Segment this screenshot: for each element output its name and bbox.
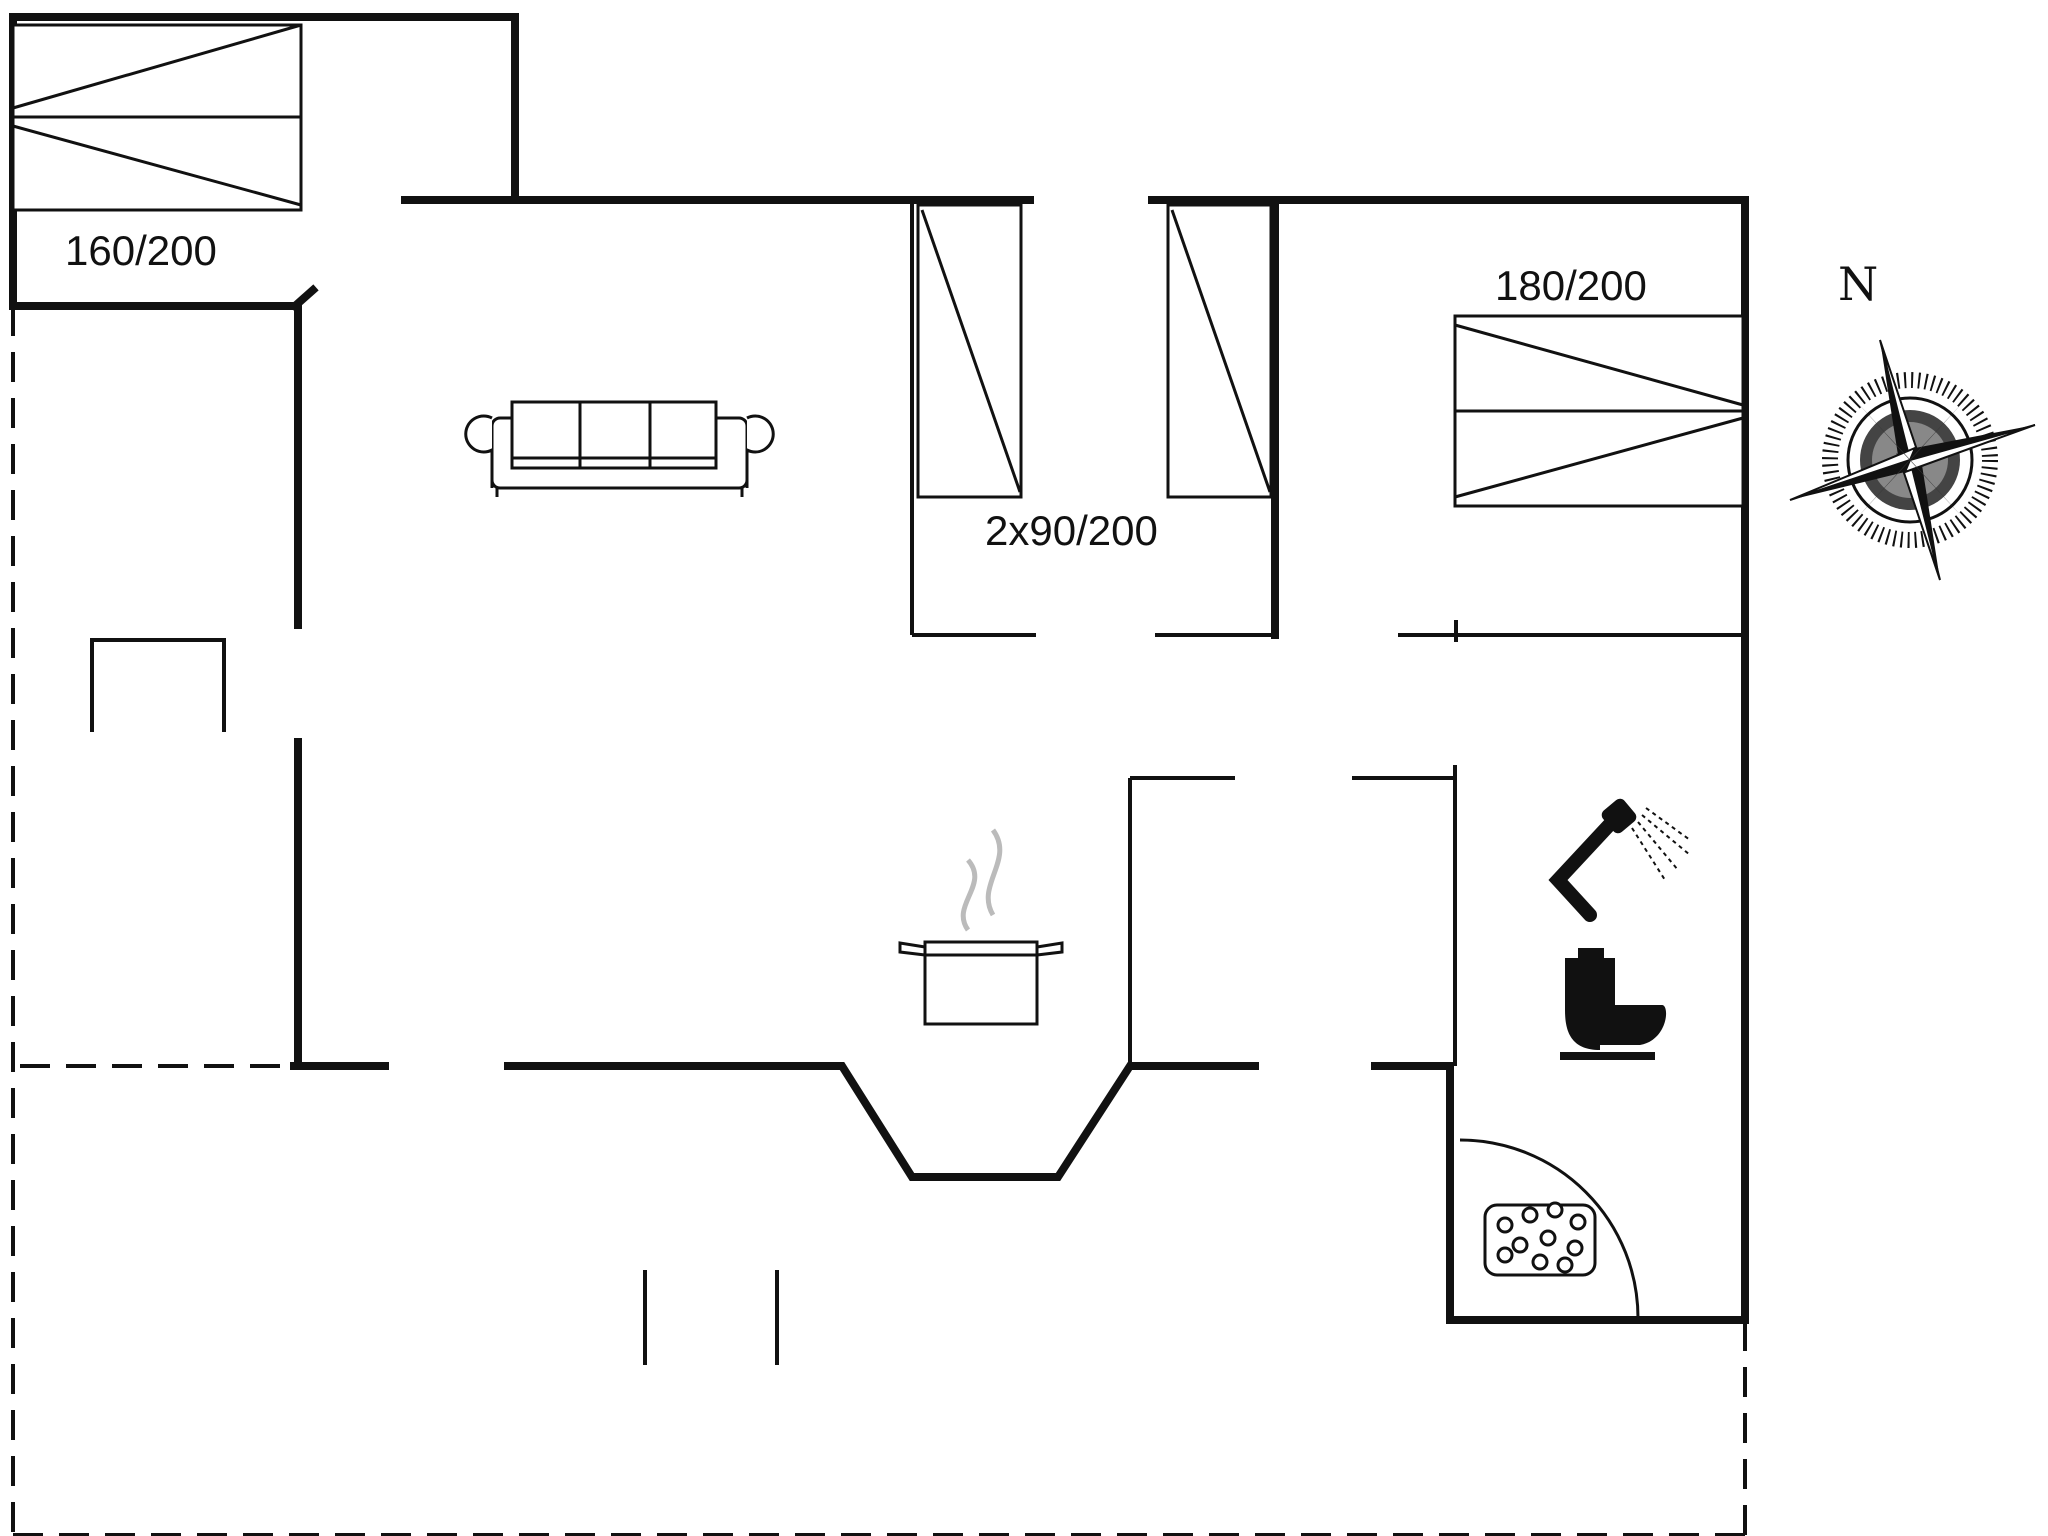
toilet-icon <box>1560 948 1667 1060</box>
partitions <box>90 200 1745 1365</box>
bed-label-180: 180/200 <box>1495 262 1647 309</box>
compass-rose-icon: N <box>1789 257 2036 581</box>
bed-90-200-left <box>916 203 1023 499</box>
walls <box>9 13 1749 1324</box>
bed-90-200-right <box>1166 203 1273 499</box>
cooking-pot-icon <box>898 828 1064 1026</box>
bed-label-160: 160/200 <box>65 227 217 274</box>
bed-160-200 <box>11 23 303 212</box>
terrace-outline <box>11 306 1747 1536</box>
shower-icon <box>1548 798 1691 922</box>
sauna-icon <box>1459 1138 1640 1319</box>
sofa-icon <box>464 400 775 497</box>
north-label: N <box>1838 257 1878 311</box>
bed-label-2x90: 2x90/200 <box>985 507 1158 554</box>
bed-180-200 <box>1453 314 1745 508</box>
